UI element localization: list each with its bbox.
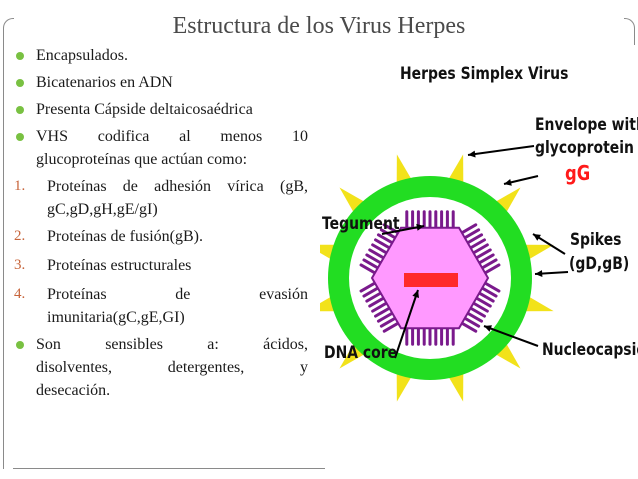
herpes-virus-diagram: Herpes Simplex Virus Envelope with glyco…: [320, 58, 638, 478]
list-number: 4.: [14, 286, 26, 302]
list-number: 3.: [14, 257, 26, 273]
list-item: Presenta Cápside deltaicosaédrica: [14, 98, 308, 121]
dna-core-label: DNA core: [324, 343, 398, 363]
slide-frame-right: [624, 18, 635, 45]
bullet-list: Encapsulados. Bicatenarios en ADN Presen…: [14, 44, 308, 402]
list-number: 1.: [14, 178, 26, 194]
list-item: 1. Proteínas de adhesión vírica (gB, gC,…: [14, 175, 308, 221]
arrowhead-icon: [468, 150, 476, 158]
list-item: Bicatenarios en ADN: [14, 71, 308, 94]
arrowhead-icon: [412, 290, 419, 298]
slide-title: Estructura de los Virus Herpes: [172, 13, 466, 39]
arrowhead-icon: [533, 234, 541, 241]
bullet-dot-icon: [16, 106, 24, 114]
arrowhead-icon: [484, 325, 492, 332]
arrowhead-icon: [504, 178, 512, 186]
list-item: Son sensibles a: ácidos, disolventes, de…: [14, 333, 308, 402]
bullet-dot-icon: [16, 52, 24, 60]
slide-frame-bottom: [13, 468, 325, 469]
spike: [396, 154, 413, 186]
spike: [522, 295, 554, 312]
slide-frame-left: [3, 18, 14, 469]
virus-illustration: [320, 145, 569, 402]
spike: [447, 370, 464, 402]
envelope-label-line2: glycoprotein: [535, 138, 634, 158]
list-item: VHS codifica al menos 10 glucoproteínas …: [14, 125, 308, 171]
list-number: 2.: [14, 228, 26, 244]
bullet-dot-icon: [16, 79, 24, 87]
list-item: Encapsulados.: [14, 44, 308, 67]
spike: [447, 154, 464, 186]
spike: [396, 370, 413, 402]
tegument-label: Tegument: [322, 214, 400, 234]
gg-label: gG: [565, 161, 591, 185]
arrowhead-icon: [535, 270, 543, 278]
pointer-arrows: [381, 145, 569, 359]
nucleocapsid-label: Nucleocapsid: [542, 340, 638, 360]
envelope-label-line1: Envelope with: [535, 115, 638, 135]
list-item: 4. Proteínas de evasión imunitaria(gC,gE…: [14, 283, 308, 329]
dna-core-arrow: [394, 289, 419, 359]
envelope-arrow: [467, 145, 535, 156]
list-item: 3. Proteínas estructurales: [14, 254, 308, 277]
spike: [522, 244, 554, 261]
list-item: 2. Proteínas de fusión(gB).: [14, 225, 308, 248]
diagram-title: Herpes Simplex Virus: [400, 64, 569, 84]
bullet-dot-icon: [16, 133, 24, 141]
arrowhead-icon: [416, 223, 424, 231]
spikes-label-line1: Spikes: [570, 230, 622, 250]
dna-core-bar: [402, 271, 460, 289]
spikes-label-line2: (gD,gB): [569, 254, 630, 274]
bullet-dot-icon: [16, 341, 24, 349]
nucleocapsid-arrow: [483, 325, 539, 347]
